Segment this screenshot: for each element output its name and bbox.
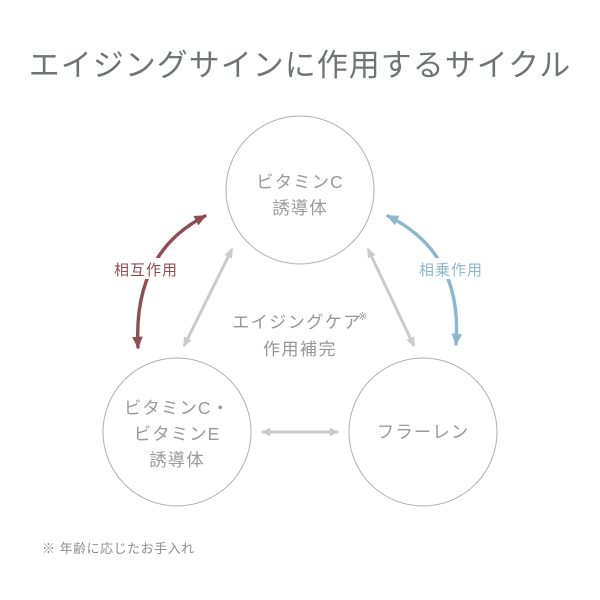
node-vitamin-c-line2: 誘導体 bbox=[272, 198, 328, 218]
node-fullerene-circle bbox=[348, 357, 498, 507]
center-caption: エイジングケア ※ 作用補完 bbox=[232, 311, 367, 359]
node-vitamin-ce: ビタミンC・ ビタミンE 誘導体 bbox=[102, 357, 252, 507]
node-vitamin-ce-circle bbox=[102, 357, 252, 507]
node-vitamin-ce-line1: ビタミンC・ bbox=[124, 398, 230, 418]
node-vitamin-c-circle bbox=[225, 115, 375, 265]
left-arrow-label-bg bbox=[111, 258, 181, 279]
node-vitamin-c: ビタミンC 誘導体 bbox=[225, 115, 375, 265]
right-arrow-label-bg bbox=[416, 258, 486, 279]
node-vitamin-c-line1: ビタミンC bbox=[256, 172, 344, 192]
footnote: ※ 年齢に応じたお手入れ bbox=[42, 541, 195, 556]
center-caption-ref-mark: ※ bbox=[358, 311, 367, 323]
node-vitamin-ce-line2: ビタミンE bbox=[134, 424, 221, 444]
connector-arrow-top-to-bottomleft bbox=[182, 247, 234, 348]
synergy-arrow bbox=[386, 214, 463, 346]
left-arrow-label: 相互作用 bbox=[114, 262, 178, 279]
node-fullerene-line1: フラーレン bbox=[377, 422, 470, 442]
page-title: エイジングサインに作用するサイクル bbox=[28, 48, 572, 83]
node-fullerene: フラーレン bbox=[348, 357, 498, 507]
center-caption-line2: 作用補完 bbox=[263, 340, 337, 359]
node-vitamin-ce-line3: 誘導体 bbox=[149, 450, 205, 470]
connector-arrow-top-to-bottomright bbox=[366, 247, 416, 348]
center-caption-line1: エイジングケア bbox=[232, 313, 362, 332]
right-arrow-label: 相乗作用 bbox=[419, 262, 483, 279]
